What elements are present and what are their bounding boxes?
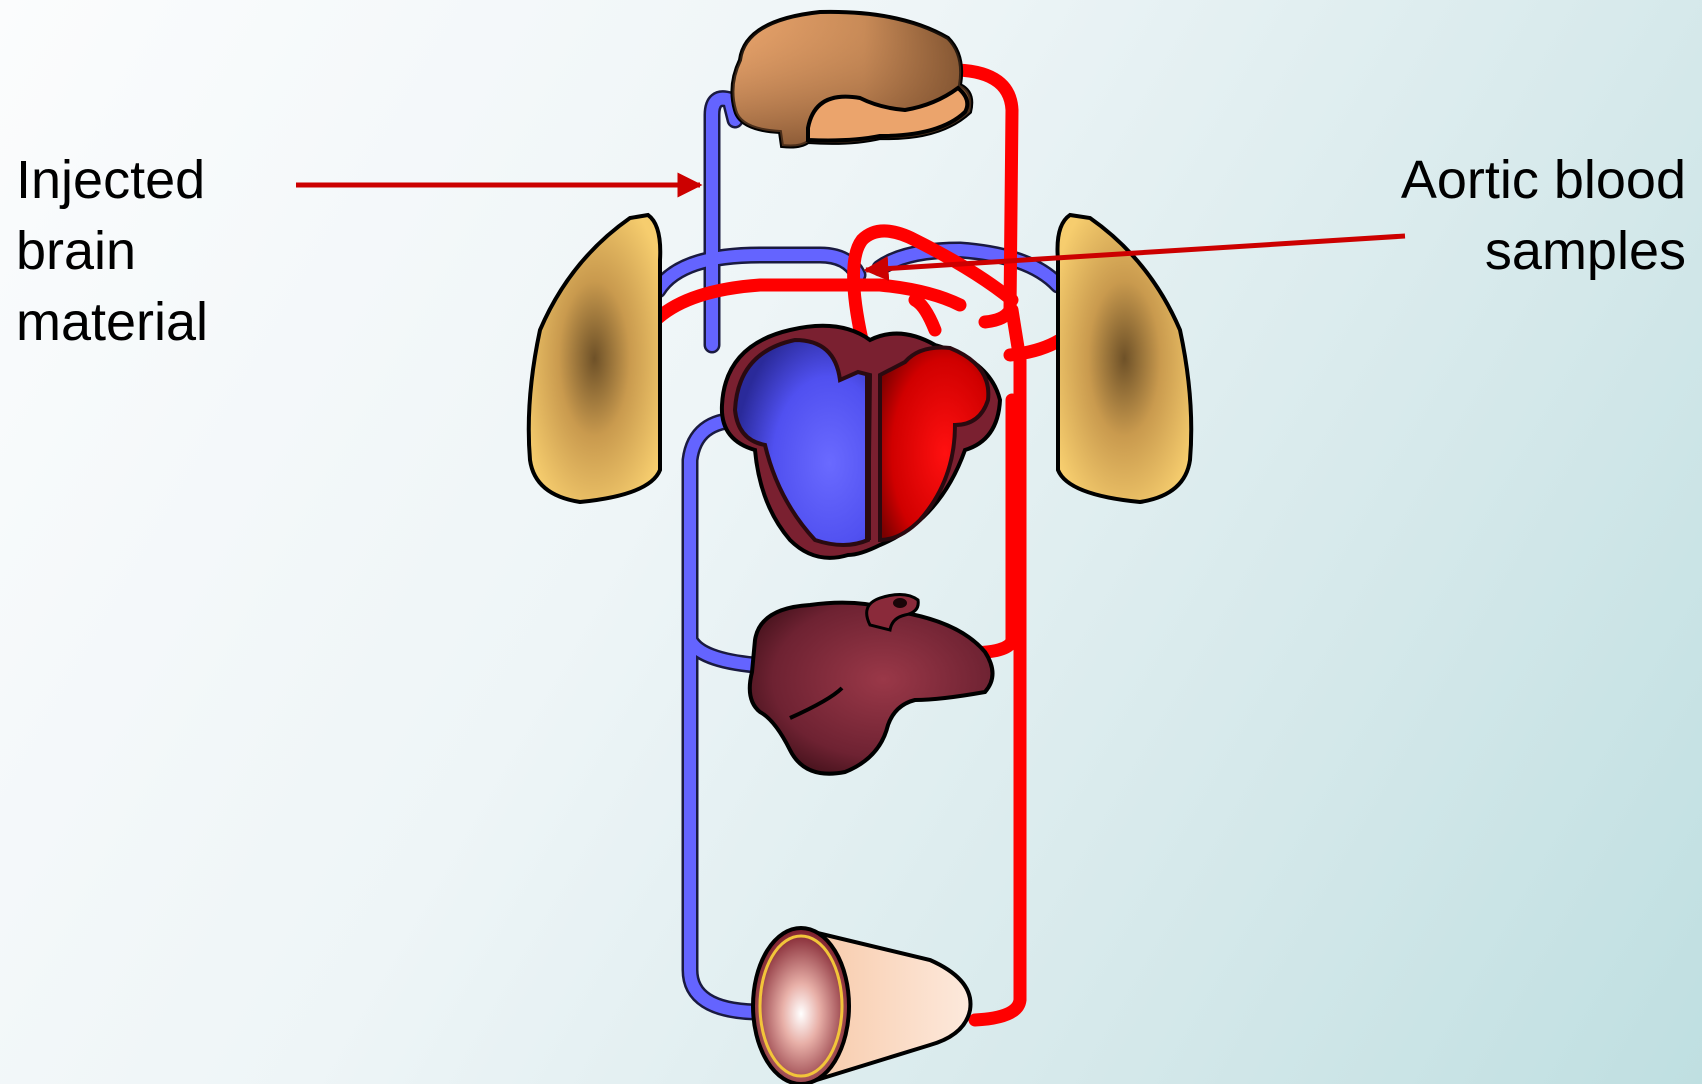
liver-icon (750, 594, 993, 773)
label-line: brain (16, 216, 208, 287)
label-line: samples (1401, 216, 1686, 287)
heart-icon (722, 326, 1000, 558)
muscle-icon (753, 928, 971, 1084)
aortic-blood-samples-label: Aortic blood samples (1401, 145, 1686, 287)
label-line: material (16, 287, 208, 358)
kidney-left (529, 215, 661, 502)
brain-icon (732, 12, 971, 147)
injected-brain-material-label: Injected brain material (16, 145, 208, 358)
label-line: Injected (16, 145, 208, 216)
label-line: Aortic blood (1401, 145, 1686, 216)
